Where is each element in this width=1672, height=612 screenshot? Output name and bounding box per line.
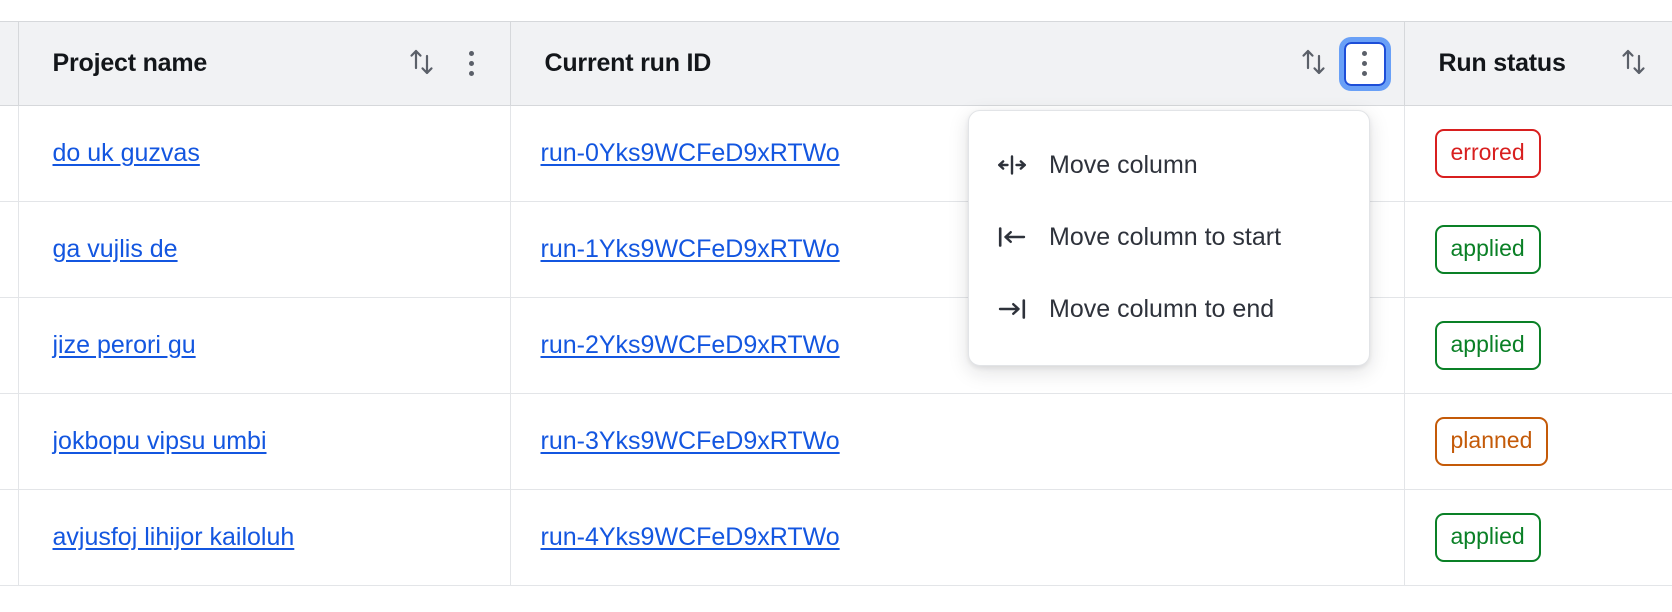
gutter-header-cell	[0, 21, 19, 106]
gutter-cell	[0, 201, 19, 298]
project-name-link[interactable]: do uk guzvas	[52, 139, 200, 167]
gutter-cell	[0, 105, 19, 202]
run-id-link[interactable]: run-1Yks9WCFeD9xRTWo	[540, 235, 840, 263]
project-name-link[interactable]: ga vujlis de	[52, 235, 178, 263]
sort-button-current-run-id[interactable]	[1294, 44, 1334, 84]
status-badge: applied	[1434, 513, 1541, 562]
column-options-menu: Move column Move column to start Move co…	[968, 110, 1370, 366]
table-row: do uk guzvas run-0Yks9WCFeD9xRTWo errore…	[0, 105, 1672, 202]
gutter-cell	[0, 297, 19, 394]
table-header-row: Project name	[0, 21, 1672, 106]
gutter-cell	[0, 489, 19, 586]
column-menu-button-project-name[interactable]	[452, 44, 492, 84]
cell-current-run-id: run-3Yks9WCFeD9xRTWo	[510, 393, 1405, 490]
sort-button-run-status[interactable]	[1614, 44, 1654, 84]
move-column-to-end-icon	[997, 296, 1027, 322]
column-header-project-name[interactable]: Project name	[18, 21, 511, 106]
cell-run-status: planned	[1404, 393, 1672, 490]
cell-project-name: jokbopu vipsu umbi	[18, 393, 511, 490]
column-header-run-status[interactable]: Run status	[1404, 21, 1672, 106]
run-id-link[interactable]: run-2Yks9WCFeD9xRTWo	[540, 331, 840, 359]
menu-item-move-column-to-end[interactable]: Move column to end	[969, 273, 1369, 345]
cell-run-status: applied	[1404, 297, 1672, 394]
projects-table: Project name	[0, 21, 1672, 586]
table-body: do uk guzvas run-0Yks9WCFeD9xRTWo errore…	[0, 105, 1672, 586]
move-column-to-start-icon	[997, 224, 1027, 250]
column-menu-button-current-run-id[interactable]	[1338, 36, 1391, 91]
status-badge: errored	[1434, 129, 1541, 178]
table-header: Project name	[0, 21, 1672, 106]
cell-run-status: applied	[1404, 489, 1672, 586]
sort-arrows-icon	[1621, 47, 1647, 80]
sort-arrows-icon	[409, 47, 435, 80]
column-header-label-project-name: Project name	[52, 49, 208, 77]
cell-current-run-id: run-4Yks9WCFeD9xRTWo	[510, 489, 1405, 586]
column-header-label-run-status: Run status	[1438, 49, 1566, 77]
run-id-link[interactable]: run-0Yks9WCFeD9xRTWo	[540, 139, 840, 167]
gutter-cell	[0, 393, 19, 490]
status-badge: planned	[1434, 417, 1549, 466]
column-header-current-run-id[interactable]: Current run ID	[510, 21, 1405, 106]
cell-project-name: avjusfoj lihijor kailoluh	[18, 489, 511, 586]
menu-item-label: Move column to end	[1049, 294, 1275, 323]
sort-button-project-name[interactable]	[402, 44, 442, 84]
sort-arrows-icon	[1301, 47, 1327, 80]
project-name-link[interactable]: jize perori gu	[52, 331, 196, 359]
menu-item-label: Move column to start	[1049, 222, 1282, 251]
cell-project-name: jize perori gu	[18, 297, 511, 394]
project-name-link[interactable]: avjusfoj lihijor kailoluh	[52, 523, 295, 551]
status-badge: applied	[1434, 321, 1541, 370]
menu-item-move-column-to-start[interactable]: Move column to start	[969, 201, 1369, 273]
cell-run-status: errored	[1404, 105, 1672, 202]
table-row: avjusfoj lihijor kailoluh run-4Yks9WCFeD…	[0, 489, 1672, 586]
menu-item-move-column[interactable]: Move column	[969, 129, 1369, 201]
run-id-link[interactable]: run-3Yks9WCFeD9xRTWo	[540, 427, 840, 455]
project-name-link[interactable]: jokbopu vipsu umbi	[52, 427, 267, 455]
cell-run-status: applied	[1404, 201, 1672, 298]
table-row: ga vujlis de run-1Yks9WCFeD9xRTWo applie…	[0, 201, 1672, 298]
move-column-icon	[997, 152, 1027, 178]
status-badge: applied	[1434, 225, 1541, 274]
cell-project-name: ga vujlis de	[18, 201, 511, 298]
column-header-label-current-run-id: Current run ID	[544, 49, 712, 77]
kebab-menu-icon	[469, 51, 474, 76]
kebab-menu-icon	[1362, 51, 1367, 76]
run-id-link[interactable]: run-4Yks9WCFeD9xRTWo	[540, 523, 840, 551]
cell-project-name: do uk guzvas	[18, 105, 511, 202]
menu-item-label: Move column	[1049, 150, 1198, 179]
table-row: jokbopu vipsu umbi run-3Yks9WCFeD9xRTWo …	[0, 393, 1672, 490]
table-row: jize perori gu run-2Yks9WCFeD9xRTWo appl…	[0, 297, 1672, 394]
